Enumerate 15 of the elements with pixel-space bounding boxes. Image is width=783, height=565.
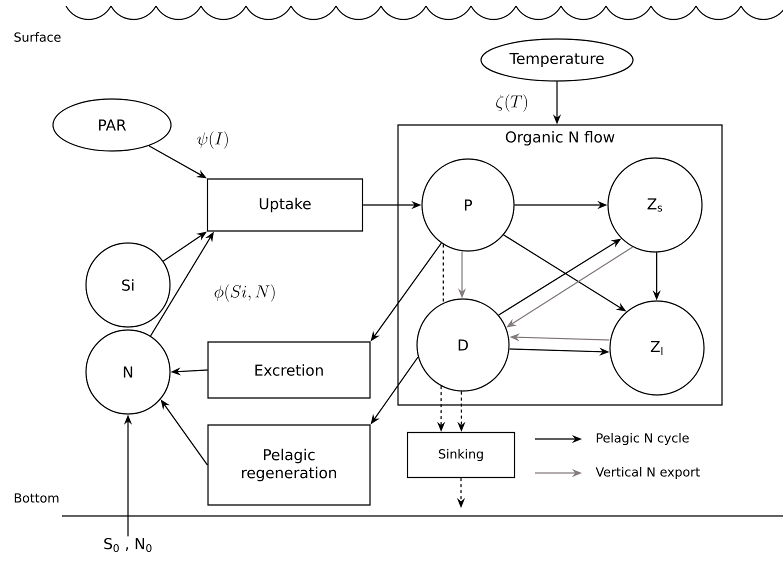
process-box: Sinking [406, 432, 516, 478]
process-box: Uptake [206, 178, 364, 232]
edge-label: $\psi(I)$ [196, 130, 230, 150]
legend-label: Pelagic N cycle [596, 432, 689, 446]
process-box: Excretion [207, 341, 371, 399]
legend-label: Vertical N export [596, 466, 700, 480]
process-box: Pelagic regeneration [207, 424, 371, 506]
edge-label: $\zeta(T)$ [494, 93, 530, 113]
boundary-label: Surface [14, 32, 61, 42]
boundary-label: S$_{0}$ , N$_{0}$ [104, 538, 152, 552]
boundary-label: Bottom [14, 493, 58, 503]
group-heading: Organic N flow [506, 131, 614, 146]
edge-label: $\phi(Si,N)$ [212, 283, 278, 303]
ellipse-node: PAR [52, 98, 172, 152]
ellipse-node: Temperature [480, 38, 634, 82]
